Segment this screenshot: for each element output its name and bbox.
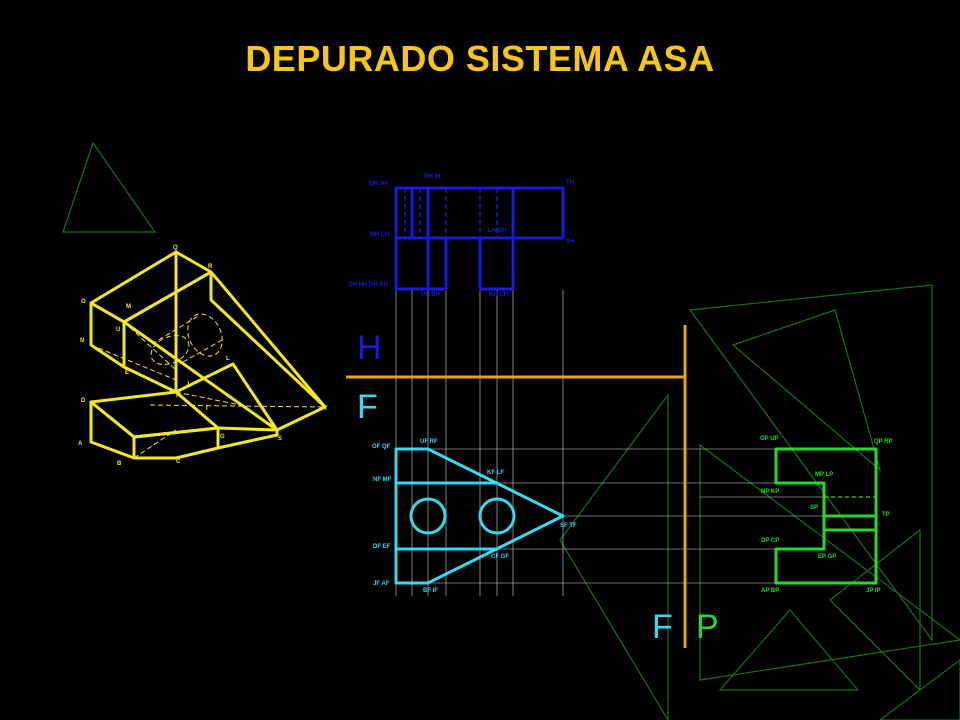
plane-label-h: H bbox=[357, 329, 382, 367]
point-label: SP bbox=[810, 505, 818, 511]
point-label: G bbox=[220, 434, 225, 440]
point-label: A bbox=[78, 441, 83, 447]
point-label: MH EH bbox=[370, 232, 389, 238]
point-label: OF QF bbox=[372, 444, 391, 450]
point-label: C bbox=[176, 459, 181, 465]
point-label: J bbox=[186, 382, 189, 388]
iso-base-right bbox=[217, 426, 279, 450]
point-label: RH IH bbox=[424, 174, 440, 180]
point-label: U bbox=[116, 327, 120, 333]
decor-triangle bbox=[62, 141, 157, 233]
iso-left-face bbox=[89, 301, 126, 369]
iso-top-face bbox=[89, 250, 213, 324]
profile-outline bbox=[774, 447, 878, 585]
plane-label-p: P bbox=[696, 608, 719, 646]
point-label: UH BH bbox=[421, 292, 440, 298]
point-label: L bbox=[226, 356, 230, 362]
iso-right-edge bbox=[209, 272, 327, 409]
decor-triangle bbox=[559, 393, 669, 720]
point-label: SH bbox=[566, 239, 574, 245]
decor-triangle bbox=[879, 659, 960, 720]
isometric-hidden-lines bbox=[90, 313, 326, 459]
point-label: M bbox=[126, 304, 131, 310]
point-label: SF TF bbox=[560, 523, 577, 529]
profile-labels: OP UP QP RP MP LP NP KP SP TP DP CP EP G… bbox=[760, 436, 893, 594]
point-label: OP UP bbox=[760, 436, 779, 442]
iso-base-left bbox=[89, 400, 136, 460]
point-label: T bbox=[324, 406, 328, 412]
isometric-labels: Q R O M U N L E J K D I T A G S B C bbox=[78, 245, 328, 467]
point-label: JP IP bbox=[866, 588, 881, 594]
point-label: NP KP bbox=[761, 489, 779, 495]
point-label: NF MF bbox=[373, 477, 392, 483]
front-view bbox=[394, 447, 565, 585]
iso-upper-front bbox=[123, 365, 177, 394]
plan-view bbox=[394, 186, 565, 291]
point-label: QP RP bbox=[874, 439, 893, 445]
point-label: CF GF bbox=[491, 554, 509, 560]
profile-view bbox=[774, 447, 878, 585]
plane-label-f-top: F bbox=[357, 388, 378, 426]
front-labels: UF RF OF QF KF LF NF MF SF TF DF EF CF G… bbox=[372, 439, 577, 594]
point-label: B bbox=[117, 461, 122, 467]
point-label: MP LP bbox=[815, 472, 833, 478]
point-label: R bbox=[208, 264, 213, 270]
plane-axes bbox=[346, 325, 687, 648]
point-label: O bbox=[81, 299, 86, 305]
decor-triangle bbox=[688, 284, 933, 642]
projection-lines bbox=[395, 290, 830, 596]
point-label: I bbox=[206, 406, 208, 412]
isometric-view bbox=[89, 250, 327, 460]
plan-hidden-lines bbox=[404, 188, 498, 238]
point-label: EP GP bbox=[818, 554, 836, 560]
point-label: DF EF bbox=[373, 544, 391, 550]
point-label: TP bbox=[882, 512, 890, 518]
point-label: UF RF bbox=[420, 439, 438, 445]
point-label: KH CH bbox=[489, 292, 508, 298]
point-label: AP BP bbox=[761, 588, 779, 594]
point-label: DP CP bbox=[761, 538, 779, 544]
point-label: JF AF bbox=[373, 581, 390, 587]
front-hole-left bbox=[409, 497, 447, 535]
point-label: N bbox=[80, 338, 84, 344]
page-title: DEPURADO SISTEMA ASA bbox=[245, 38, 715, 79]
plane-label-f-bottom: F bbox=[652, 608, 673, 646]
plan-labels: QH JH RH IH TH MH EH LH GH SH OH NH DH A… bbox=[348, 174, 574, 298]
point-label: K bbox=[176, 393, 181, 399]
iso-step bbox=[175, 362, 279, 431]
point-label: KF LF bbox=[487, 470, 504, 476]
decor-triangle bbox=[731, 309, 882, 472]
iso-base-front bbox=[132, 426, 220, 460]
point-label: Q bbox=[173, 245, 178, 251]
point-label: TH bbox=[566, 180, 574, 186]
point-label: D bbox=[81, 398, 86, 404]
point-label: LH GH bbox=[488, 228, 507, 234]
point-label: S bbox=[278, 436, 282, 442]
point-label: E bbox=[125, 370, 129, 376]
point-label: OH NH DH AH bbox=[348, 282, 388, 288]
decor-triangle bbox=[718, 609, 860, 691]
background-decoration bbox=[62, 141, 960, 720]
front-hole-right bbox=[478, 497, 516, 535]
point-label: BF IF bbox=[423, 588, 438, 594]
decor-triangle bbox=[699, 443, 960, 681]
point-label: QH JH bbox=[369, 181, 387, 187]
